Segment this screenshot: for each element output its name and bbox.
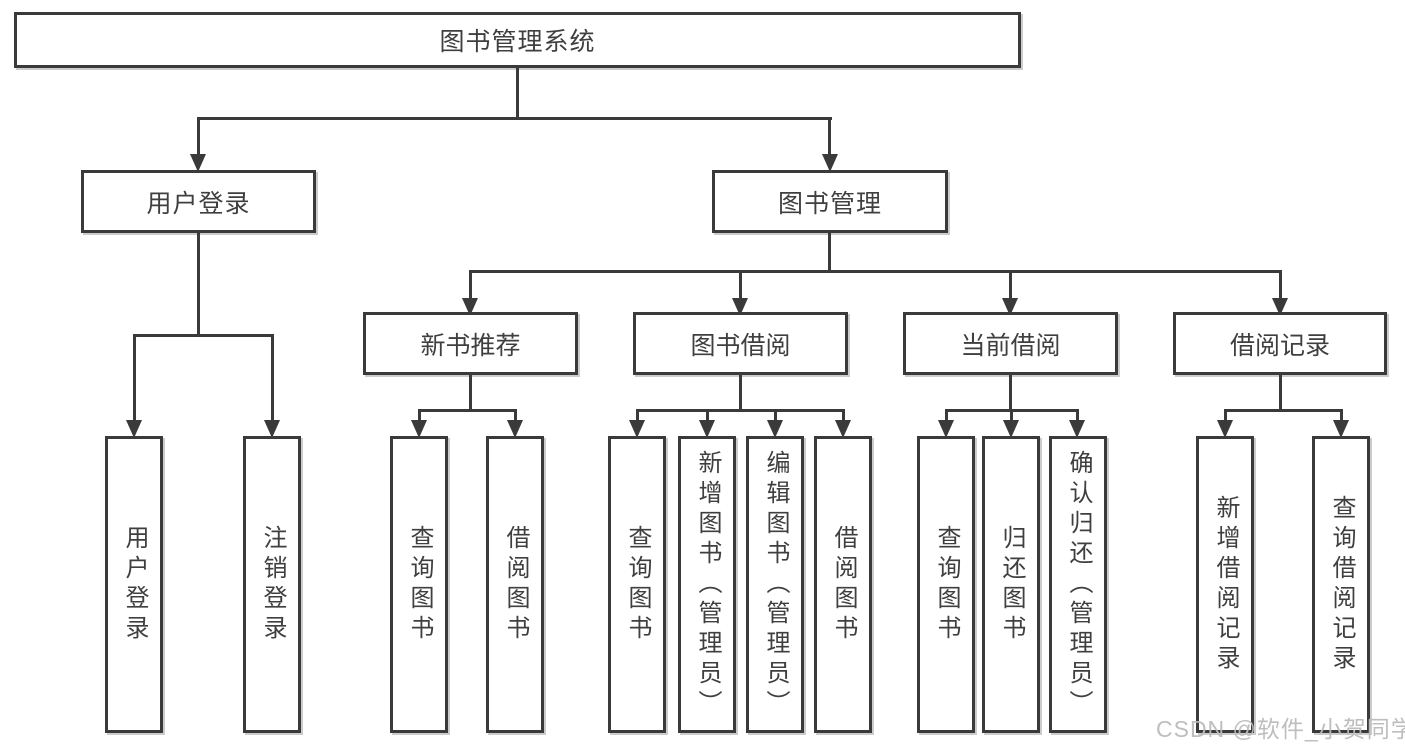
leaf-add-book-admin: 新增图书（管理员） (678, 436, 736, 733)
node-label: 图书管理 (777, 189, 882, 218)
arrow-down-icon (126, 420, 142, 438)
connector-vline (418, 409, 421, 420)
node-label: 用户登录 (146, 189, 251, 218)
connector-vline (636, 409, 639, 420)
arrow-down-icon (1069, 420, 1085, 438)
node-user-login: 用户登录 (81, 170, 316, 233)
connector-vline (469, 270, 472, 298)
connector-vline (197, 233, 200, 335)
node-label: 确认归还（管理员） (1065, 449, 1092, 720)
node-label: 当前借阅 (960, 331, 1061, 360)
connector-vline (842, 409, 845, 420)
connector-vline (271, 334, 274, 420)
connector-vline (1009, 375, 1012, 410)
connector-vline (828, 117, 831, 154)
leaf-query-books-borrow: 查询图书 (608, 436, 666, 733)
connector-vline (1009, 270, 1012, 298)
arrow-down-icon (1333, 420, 1349, 438)
leaf-logout: 注销登录 (243, 436, 301, 733)
leaf-user-login: 用户登录 (105, 436, 163, 733)
connector-hline (636, 409, 844, 412)
connector-vline (1340, 409, 1343, 420)
node-label: 借阅图书 (502, 524, 529, 645)
arrow-down-icon (835, 420, 851, 438)
node-new-book-recommendation: 新书推荐 (363, 312, 578, 375)
node-label: 图书管理系统 (439, 28, 596, 56)
node-book-borrowing: 图书借阅 (633, 312, 848, 375)
connector-vline (197, 117, 200, 154)
node-label: 新增借阅记录 (1212, 494, 1239, 675)
csdn-watermark: CSDN @软件_小贺同学 (1156, 716, 1405, 742)
arrow-down-icon (732, 298, 748, 316)
connector-hline (418, 409, 516, 412)
arrow-down-icon (629, 420, 645, 438)
leaf-query-books-recommend: 查询图书 (390, 436, 448, 733)
connector-hline (133, 334, 273, 337)
arrow-down-icon (462, 298, 478, 316)
leaf-query-borrow-record: 查询借阅记录 (1312, 436, 1370, 733)
connector-vline (739, 375, 742, 410)
connector-vline (514, 409, 517, 420)
node-borrowing-records: 借阅记录 (1173, 312, 1387, 375)
arrow-down-icon (411, 420, 427, 438)
leaf-confirm-return-admin: 确认归还（管理员） (1049, 436, 1107, 733)
arrow-down-icon (822, 154, 838, 172)
connector-vline (516, 68, 519, 118)
leaf-query-books-current: 查询图书 (917, 436, 975, 733)
connector-vline (1224, 409, 1227, 420)
arrow-down-icon (938, 420, 954, 438)
leaf-edit-book-admin: 编辑图书（管理员） (746, 436, 804, 733)
node-label: 新书推荐 (420, 331, 521, 360)
connector-hline (197, 117, 832, 120)
node-label: 归还图书 (998, 524, 1025, 645)
node-label: 借阅图书 (830, 524, 857, 645)
leaf-borrow-books: 借阅图书 (814, 436, 872, 733)
node-library-management-system: 图书管理系统 (14, 12, 1021, 68)
node-book-management: 图书管理 (712, 170, 948, 233)
node-label: 编辑图书（管理员） (762, 449, 789, 720)
node-label: 借阅记录 (1229, 331, 1330, 360)
node-label: 注销登录 (259, 524, 286, 645)
connector-vline (1010, 409, 1013, 420)
arrow-down-icon (699, 420, 715, 438)
connector-hline (469, 270, 1281, 273)
leaf-return-book: 归还图书 (982, 436, 1040, 733)
arrow-down-icon (1272, 298, 1288, 316)
arrow-down-icon (264, 420, 280, 438)
arrow-down-icon (767, 420, 783, 438)
connector-vline (774, 409, 777, 420)
connector-vline (1279, 270, 1282, 298)
connector-vline (945, 409, 948, 420)
leaf-add-borrow-record: 新增借阅记录 (1196, 436, 1254, 733)
node-current-borrowing: 当前借阅 (903, 312, 1118, 375)
connector-vline (469, 375, 472, 410)
arrow-down-icon (1217, 420, 1233, 438)
arrow-down-icon (507, 420, 523, 438)
arrow-down-icon (190, 154, 206, 172)
node-label: 用户登录 (121, 524, 148, 645)
arrow-down-icon (1003, 420, 1019, 438)
arrow-down-icon (1002, 298, 1018, 316)
connector-hline (1224, 409, 1342, 412)
node-label: 查询图书 (933, 524, 960, 645)
connector-vline (706, 409, 709, 420)
node-label: 查询借阅记录 (1328, 494, 1355, 675)
connector-vline (1279, 375, 1282, 410)
node-label: 新增图书（管理员） (694, 449, 721, 720)
connector-vline (1076, 409, 1079, 420)
connector-vline (133, 334, 136, 420)
connector-vline (739, 270, 742, 298)
connector-vline (828, 233, 831, 271)
node-label: 查询图书 (624, 524, 651, 645)
leaf-borrow-books-recommend: 借阅图书 (486, 436, 544, 733)
node-label: 查询图书 (406, 524, 433, 645)
node-label: 图书借阅 (690, 331, 791, 360)
